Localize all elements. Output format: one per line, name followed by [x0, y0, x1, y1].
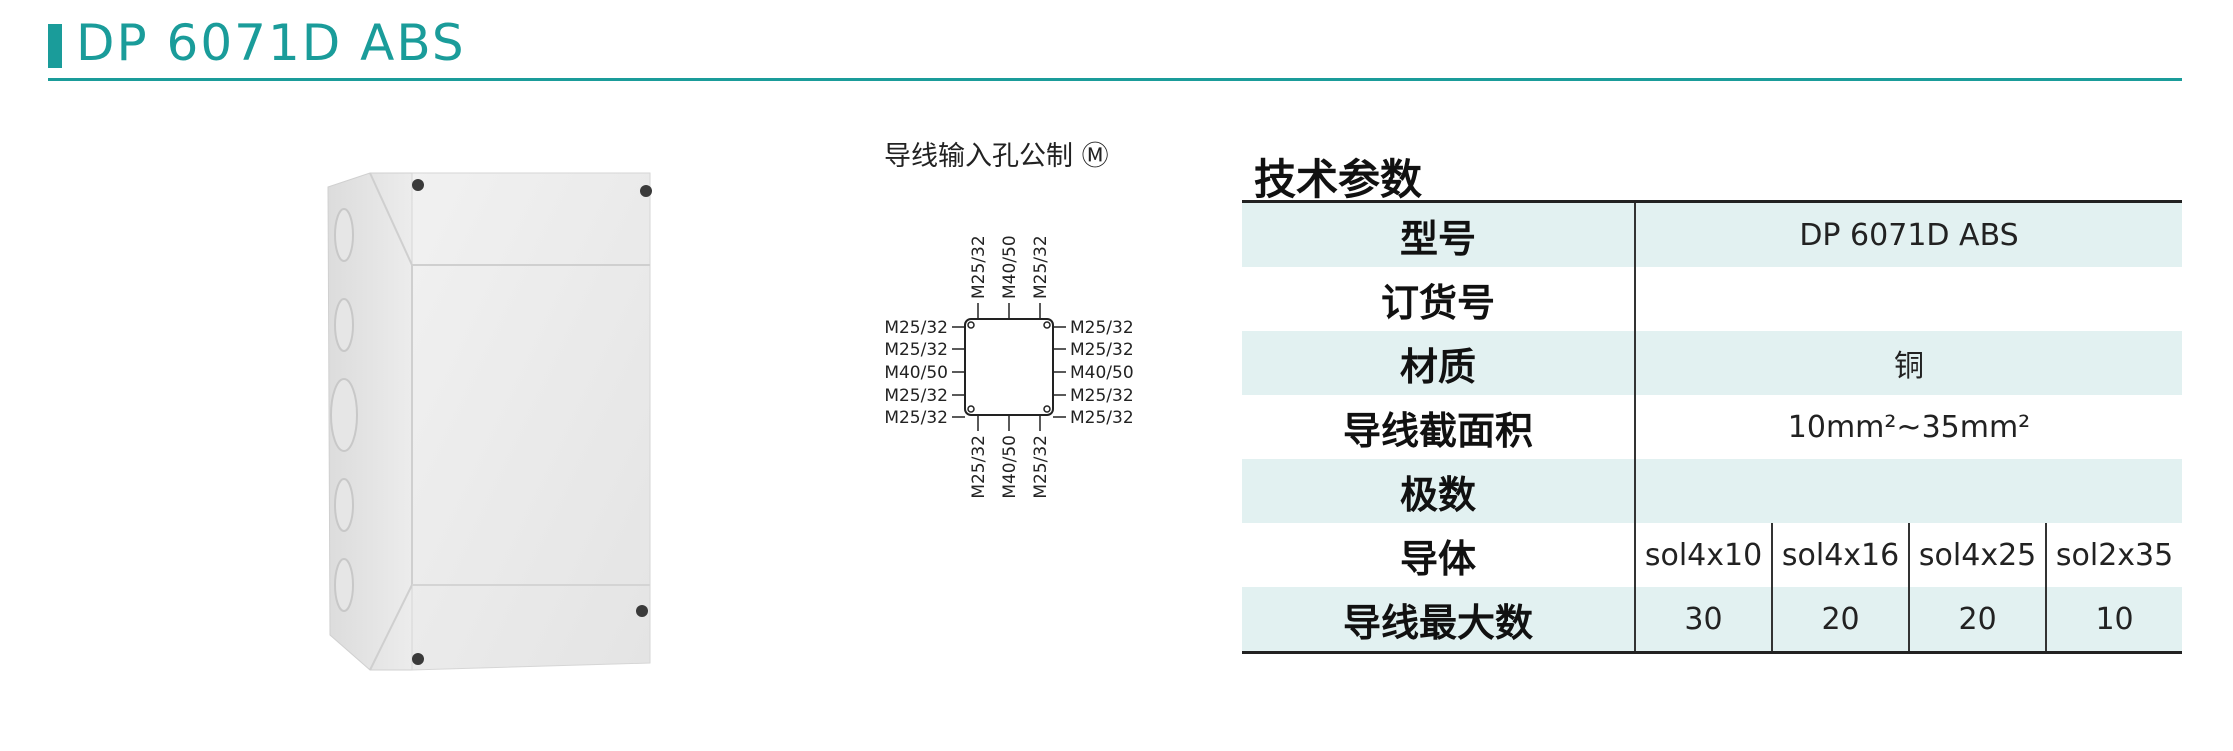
table-row: 订货号 [1242, 267, 2182, 331]
top-port-label: M25/32 [1031, 235, 1051, 299]
diagram-caption: 导线输入孔公制 Ⓜ [884, 141, 1109, 172]
material-value: 铜 [1635, 331, 2182, 395]
conductor-value: sol4x25 [1909, 523, 2048, 587]
bottom-port-label: M40/50 [1000, 435, 1020, 499]
product-enclosure-image [327, 172, 652, 671]
left-port-label: M40/50 [884, 363, 948, 383]
table-row: 导体 sol4x10 sol4x16 sol4x25 sol2x35 [1242, 523, 2182, 587]
poles-value [1635, 459, 2182, 523]
row-label-cross-section: 导线截面积 [1242, 395, 1636, 459]
table-row: 导线截面积 10mm²~35mm² [1242, 395, 2182, 459]
row-label-order-no: 订货号 [1242, 267, 1636, 331]
title-underline [48, 78, 2182, 81]
right-port-label: M25/32 [1070, 318, 1134, 338]
conductor-value: sol4x16 [1772, 523, 1911, 587]
row-label-conductor: 导体 [1242, 523, 1636, 587]
model-value: DP 6071D ABS [1635, 201, 2182, 267]
top-port-label: M25/32 [969, 235, 989, 299]
order-no-value [1635, 267, 2182, 331]
enclosure-outline [964, 318, 1054, 416]
right-port-label: M25/32 [1070, 340, 1134, 360]
left-port-label: M25/32 [884, 386, 948, 406]
conductor-value: sol2x35 [2055, 537, 2174, 573]
max-wires-value: 30 [1635, 587, 1774, 653]
cross-section-value: 10mm²~35mm² [1787, 409, 2031, 445]
spec-table: 型号 DP 6071D ABS 订货号 材质 铜 导线截面积 10mm²~35m… [1242, 200, 2182, 654]
row-label-model: 型号 [1242, 201, 1636, 267]
max-wires-value: 20 [1909, 587, 2048, 653]
wire-entry-diagram: M25/32 M40/50 M25/32 M25/32 M40/50 M25/3… [884, 235, 1134, 499]
table-row: 材质 铜 [1242, 331, 2182, 395]
bottom-port-label: M25/32 [969, 435, 989, 499]
row-label-material: 材质 [1242, 331, 1636, 395]
right-port-label: M25/32 [1070, 386, 1134, 406]
left-port-label: M25/32 [884, 340, 948, 360]
table-row: 导线最大数 30 20 20 10 [1242, 587, 2182, 653]
conductor-value: sol4x10 [1635, 523, 1774, 587]
table-row: 型号 DP 6071D ABS [1242, 201, 2182, 267]
spec-heading: 技术参数 [1254, 155, 1423, 204]
max-wires-value: 10 [2046, 587, 2182, 653]
title-accent-bar [48, 24, 62, 68]
top-port-label: M40/50 [1000, 235, 1020, 299]
page-title: DP 6071D ABS [76, 14, 466, 72]
row-label-poles: 极数 [1242, 459, 1636, 523]
max-wires-value: 20 [1772, 587, 1911, 653]
right-port-label: M25/32 [1070, 408, 1134, 428]
row-label-max-wires: 导线最大数 [1242, 587, 1636, 653]
right-port-label: M40/50 [1070, 363, 1134, 383]
left-port-label: M25/32 [884, 408, 948, 428]
bottom-port-label: M25/32 [1031, 435, 1051, 499]
left-port-label: M25/32 [884, 318, 948, 338]
table-row: 极数 [1242, 459, 2182, 523]
